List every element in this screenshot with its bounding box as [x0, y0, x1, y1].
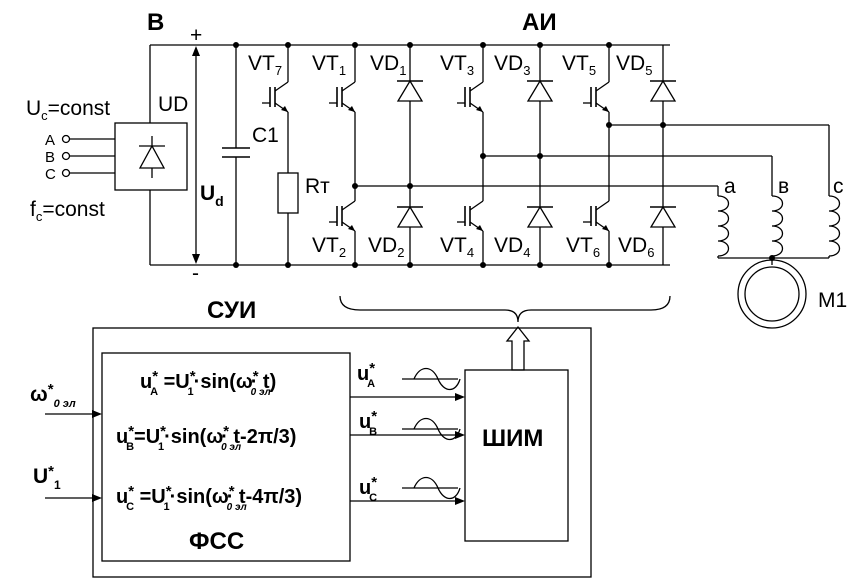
vt4-transistor: [457, 200, 484, 232]
vd4-label: VD4: [494, 234, 530, 260]
equation-phase-c: u*C =U*1·sin(ω*0 эл· t-4π/3): [116, 483, 302, 513]
inverter-legs: [354, 45, 664, 265]
input-arrows: [45, 410, 102, 502]
ud-label: Ud: [200, 182, 224, 209]
vd5-diode: [649, 79, 677, 102]
equation-phase-b: u*B=U*1·sin(ω*0 эл· t-2π/3): [116, 423, 296, 453]
signal-a-label: u*A: [357, 360, 375, 390]
vt1-label: VT1: [312, 52, 346, 78]
junction-dots: [233, 42, 666, 268]
brake-resistor: [277, 172, 299, 214]
vt7-transistor: [262, 81, 289, 113]
pwm-output-arrow: [505, 325, 531, 371]
vt3-label: VT3: [440, 52, 474, 78]
phase-inputs: [61, 134, 115, 178]
signal-line-c: [350, 476, 465, 505]
transistors: [262, 81, 610, 232]
control-title: СУИ: [207, 297, 256, 324]
ud-voltage-arrow: [192, 46, 200, 264]
equation-phase-a: u*A =U*1·sin(ω*0 эл· t): [140, 368, 276, 398]
winding-b: [771, 195, 784, 257]
capacitor-c1: [222, 45, 250, 265]
inverter-title: АИ: [522, 9, 557, 36]
phase-input-c-label: C: [45, 166, 56, 183]
vd3-diode: [526, 79, 554, 102]
vt2-label: VT2: [312, 234, 346, 260]
phase-output-wiring: [355, 124, 830, 196]
diodes: [396, 79, 677, 228]
signal-line-b: [350, 417, 465, 441]
brake-chopper: [277, 45, 299, 265]
u1-input-label: U*1: [33, 463, 61, 492]
terminal-b: [61, 151, 71, 161]
fss-block: [101, 352, 351, 562]
signal-c-label: u*C: [359, 474, 377, 504]
plus-sign: +: [190, 24, 202, 47]
vd1-diode: [396, 79, 424, 102]
vt1-transistor: [329, 81, 356, 113]
fss-label: ФСС: [189, 528, 244, 555]
supply-frequency-label: fc=const: [30, 198, 105, 224]
motor-symbol: [737, 259, 807, 329]
pwm-label: ШИМ: [482, 425, 543, 452]
vt5-transistor: [583, 81, 610, 113]
vd2-label: VD2: [368, 234, 404, 260]
winding-c-label: c: [833, 175, 844, 198]
curly-brace: [339, 295, 671, 323]
winding-c: [828, 195, 841, 257]
rectifier-title: B: [147, 9, 164, 36]
vt5-label: VT5: [562, 52, 596, 78]
terminal-c: [61, 168, 71, 178]
vt3-transistor: [457, 81, 484, 113]
pwm-block: [464, 369, 569, 542]
vt6-label: VT6: [566, 234, 600, 260]
vt4-label: VT4: [440, 234, 474, 260]
rectifier-label: UD: [158, 93, 188, 116]
terminal-a: [61, 134, 71, 144]
vd6-diode: [649, 205, 677, 228]
winding-a-label: a: [724, 175, 736, 198]
signal-lines: [350, 367, 465, 505]
motor-label: M1: [818, 289, 847, 312]
phase-input-a-label: A: [45, 132, 55, 149]
supply-voltage-label: Uc=const: [26, 97, 110, 123]
phase-input-b-label: B: [45, 149, 55, 166]
vd1-label: VD1: [370, 52, 406, 78]
vt2-transistor: [329, 200, 356, 232]
vt7-label: VT7: [248, 52, 282, 78]
device-labels: VT7 VT1 VD1 VT3 VD3 VT5 VD5 VT2 VD2 VT4 …: [248, 52, 654, 260]
control-system-frame: [92, 327, 592, 578]
capacitor-label: C1: [252, 124, 279, 147]
brake-resistor-label: Rт: [305, 175, 330, 198]
vd4-diode: [526, 205, 554, 228]
vd6-label: VD6: [618, 234, 654, 260]
vd2-diode: [396, 205, 424, 228]
vd5-label: VD5: [616, 52, 652, 78]
signal-line-a: [350, 367, 465, 401]
motor-windings: [717, 195, 841, 257]
vd3-label: VD3: [494, 52, 530, 78]
winding-b-label: в: [778, 175, 789, 198]
minus-sign: -: [192, 262, 199, 285]
signal-b-label: u*B: [359, 408, 377, 438]
omega-input-label: ω*0 эл: [30, 381, 76, 410]
winding-a: [717, 195, 730, 257]
rectifier-block: [114, 122, 188, 191]
vt6-transistor: [583, 200, 610, 232]
